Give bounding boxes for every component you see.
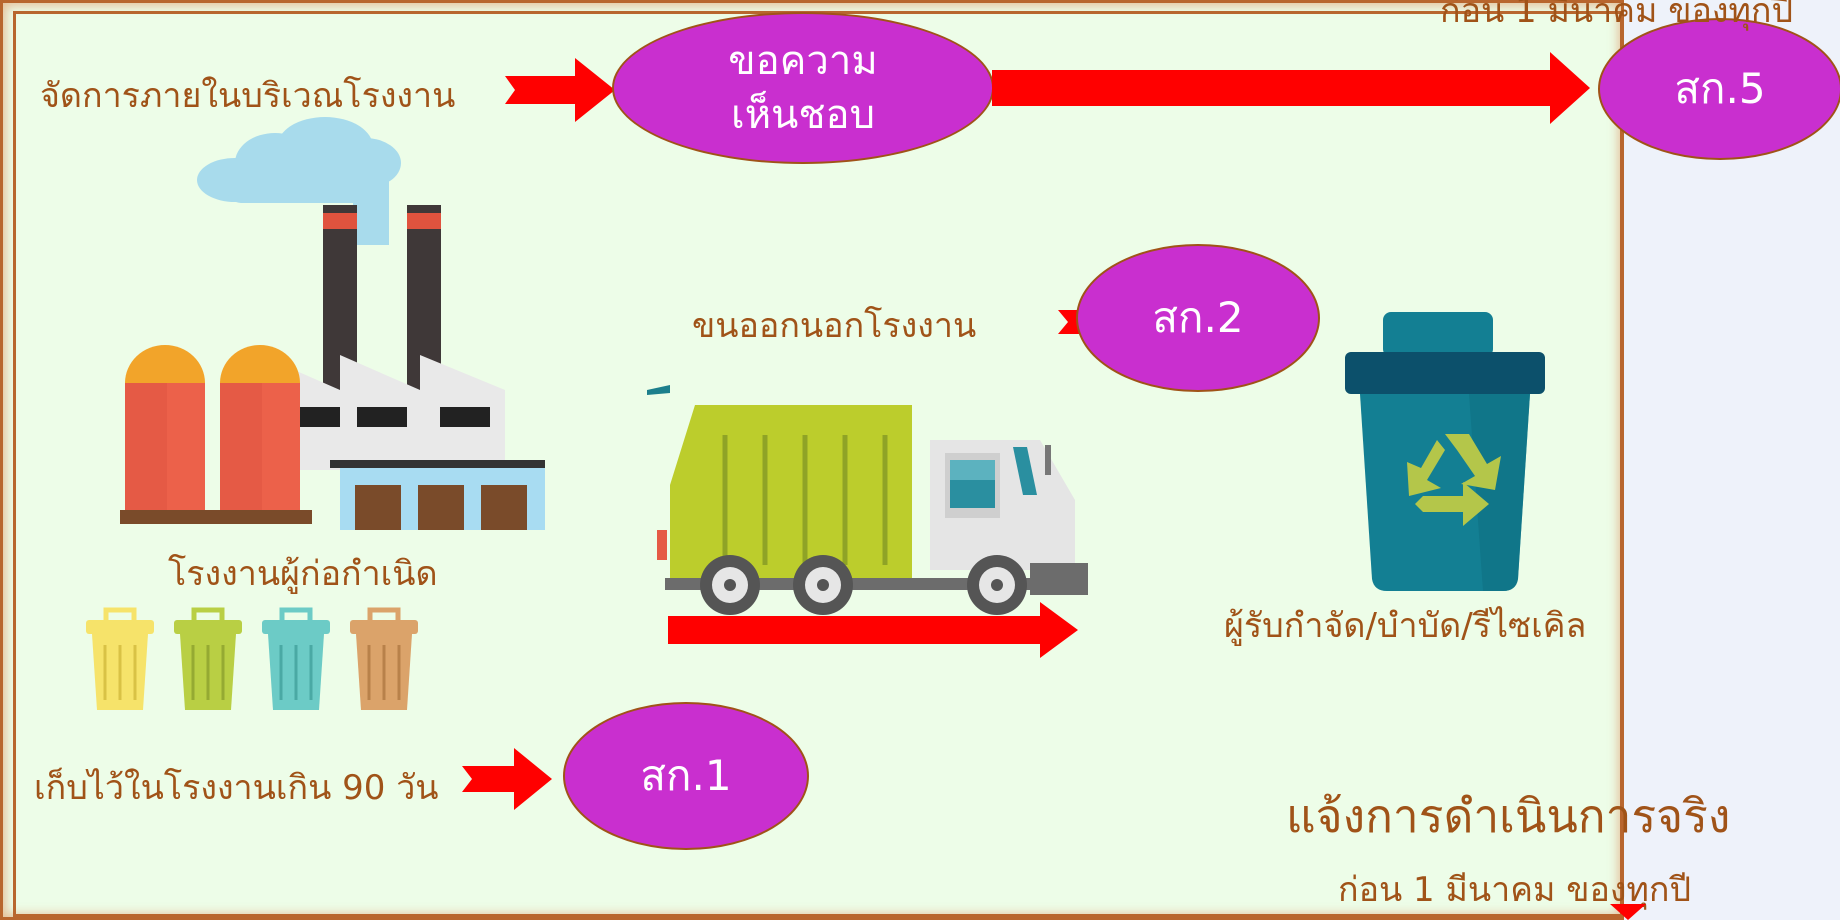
node-request-approval: ขอความ เห็นชอบ [612, 12, 994, 164]
node-request-line2: เห็นชอบ [731, 92, 875, 138]
recycle-bin-icon [1345, 312, 1545, 591]
node-sk2: สก.2 [1076, 244, 1320, 392]
node-sk5-label: สก.5 [1674, 64, 1766, 113]
label-deadline-bottom: ก่อน 1 มีนาคม ของทุกปี [1338, 870, 1692, 910]
node-sk5: สก.5 [1598, 18, 1840, 160]
node-sk2-label: สก.2 [1152, 293, 1244, 342]
label-store-over-90: เก็บไว้ในโรงงานเกิน 90 วัน [34, 768, 439, 808]
arrow-to-sk5 [992, 52, 1590, 124]
arrow-down-small [1610, 904, 1646, 920]
label-receiver: ผู้รับกำจัด/บำบัด/รีไซเคิล [1224, 606, 1587, 646]
orange-bin-icon [350, 607, 418, 710]
arrow-truck-to-receiver [668, 602, 1078, 658]
arrow-to-sk1 [462, 748, 552, 810]
node-sk1-label: สก.1 [640, 751, 732, 800]
arrow-to-request [505, 58, 615, 122]
label-inside-factory: จัดการภายในบริเวณโรงงาน [40, 76, 456, 116]
yellow-bin-icon [86, 607, 154, 710]
green-bin-icon [174, 607, 242, 710]
node-sk1: สก.1 [563, 702, 809, 850]
label-transport-out: ขนออกนอกโรงงาน [692, 306, 977, 346]
label-deadline-top: ก่อน 1 มีนาคม ของทุกปี [1440, 0, 1794, 31]
label-report-actual: แจ้งการดำเนินการจริง [1286, 789, 1731, 843]
trash-can-icons [86, 607, 418, 710]
garbage-truck-icon [647, 385, 1088, 615]
factory-icon [120, 117, 545, 530]
node-request-line1: ขอความ [728, 38, 878, 84]
label-generator-factory: โรงงานผู้ก่อกำเนิด [168, 554, 438, 594]
teal-bin-icon [262, 607, 330, 710]
